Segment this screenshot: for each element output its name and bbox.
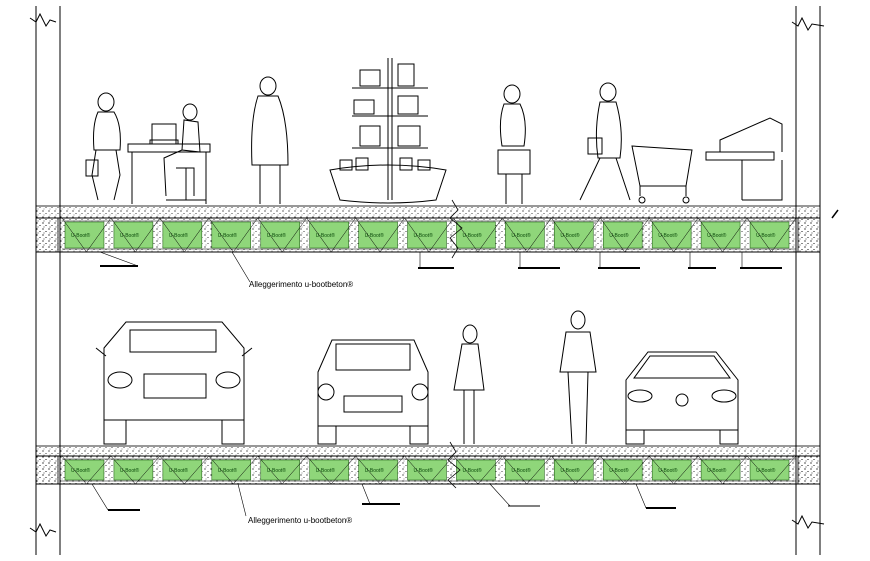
u-boot-block-label: U-Boot®	[414, 232, 434, 239]
u-boot-block	[64, 221, 105, 249]
upper-slab: U-Boot® U-Boot® U-Boot® U-Boot® U-Boot® U-Boo…	[35, 199, 821, 259]
section-mark	[831, 209, 839, 219]
checkout-counter	[705, 117, 783, 201]
u-boot-block	[309, 221, 349, 249]
break-symbol-lower	[447, 441, 461, 489]
u-boot-block-label: U-Boot®	[658, 232, 678, 239]
u-boot-block	[358, 221, 398, 249]
u-boot-block	[651, 221, 692, 249]
woman-with-bag-figure	[85, 92, 121, 201]
upper-slab-truss	[61, 217, 797, 253]
u-boot-block	[456, 221, 496, 249]
upper-slab-blocks: U-Boot® U-Boot® U-Boot® U-Boot® U-Boot® U-Boo…	[64, 221, 790, 249]
lower-slab: U-Boot® U-Boot® U-Boot® U-Boot® U-Boot® U-Boo…	[35, 441, 821, 489]
u-boot-block	[554, 221, 594, 249]
u-boot-block	[162, 221, 203, 249]
u-boot-block-label: U-Boot®	[609, 467, 629, 474]
u-boot-block-label: U-Boot®	[71, 467, 91, 474]
desk-with-computer	[127, 123, 211, 204]
u-boot-block-label: U-Boot®	[169, 467, 189, 474]
person-with-coat-figure	[251, 76, 289, 204]
lower-slab-blocks: U-Boot® U-Boot® U-Boot® U-Boot® U-Boot® U-Boo…	[64, 459, 790, 481]
u-boot-block-label: U-Boot®	[316, 232, 336, 239]
woman-in-dress-figure	[453, 324, 485, 444]
woman-with-basket-figure	[497, 84, 531, 204]
u-boot-block-label: U-Boot®	[756, 467, 776, 474]
u-boot-block-label: U-Boot®	[511, 232, 531, 239]
u-boot-block-label: U-Boot®	[707, 232, 727, 239]
u-boot-block	[407, 221, 447, 249]
u-boot-block-label: U-Boot®	[169, 232, 189, 239]
mini-car-front-view	[317, 339, 429, 445]
u-boot-block-label: U-Boot®	[462, 467, 482, 474]
man-in-suit-figure	[559, 310, 597, 445]
u-boot-block	[749, 221, 790, 249]
upper-leaders	[99, 251, 782, 283]
u-boot-block-label: U-Boot®	[414, 467, 434, 474]
u-boot-block	[211, 221, 252, 249]
u-boot-block	[113, 221, 154, 249]
shopping-cart	[631, 145, 693, 204]
u-boot-block-label: U-Boot®	[462, 232, 482, 239]
upper-slab-annotation: Alleggerimento u-bootbeton®	[249, 280, 353, 289]
u-boot-block-label: U-Boot®	[707, 467, 727, 474]
u-boot-block-label: U-Boot®	[267, 467, 287, 474]
u-boot-block	[260, 221, 300, 249]
u-boot-block-label: U-Boot®	[71, 232, 91, 239]
u-boot-block-label: U-Boot®	[560, 467, 580, 474]
lower-leaders	[91, 483, 676, 517]
u-boot-block	[602, 221, 643, 249]
u-boot-block-label: U-Boot®	[756, 232, 776, 239]
u-boot-block-label: U-Boot®	[218, 467, 238, 474]
u-boot-block-label: U-Boot®	[218, 232, 238, 239]
u-boot-block	[700, 221, 741, 249]
u-boot-block-label: U-Boot®	[365, 467, 385, 474]
sedan-front-view	[625, 351, 739, 445]
u-boot-block-label: U-Boot®	[120, 467, 140, 474]
lower-slab-annotation: Alleggerimento u-bootbeton®	[248, 516, 352, 525]
u-boot-block-label: U-Boot®	[365, 232, 385, 239]
u-boot-block-label: U-Boot®	[267, 232, 287, 239]
u-boot-block-label: U-Boot®	[120, 232, 140, 239]
u-boot-block-label: U-Boot®	[560, 232, 580, 239]
u-boot-block-label: U-Boot®	[609, 232, 629, 239]
seated-man-figure	[163, 103, 206, 201]
u-boot-block-label: U-Boot®	[658, 467, 678, 474]
woman-with-cart-figure	[579, 82, 631, 201]
u-boot-block	[505, 221, 545, 249]
u-boot-block-label: U-Boot®	[511, 467, 531, 474]
u-boot-block-label: U-Boot®	[316, 467, 336, 474]
break-symbol	[449, 199, 463, 259]
suv-front-view	[95, 321, 253, 445]
clothing-display-rack	[329, 58, 447, 204]
